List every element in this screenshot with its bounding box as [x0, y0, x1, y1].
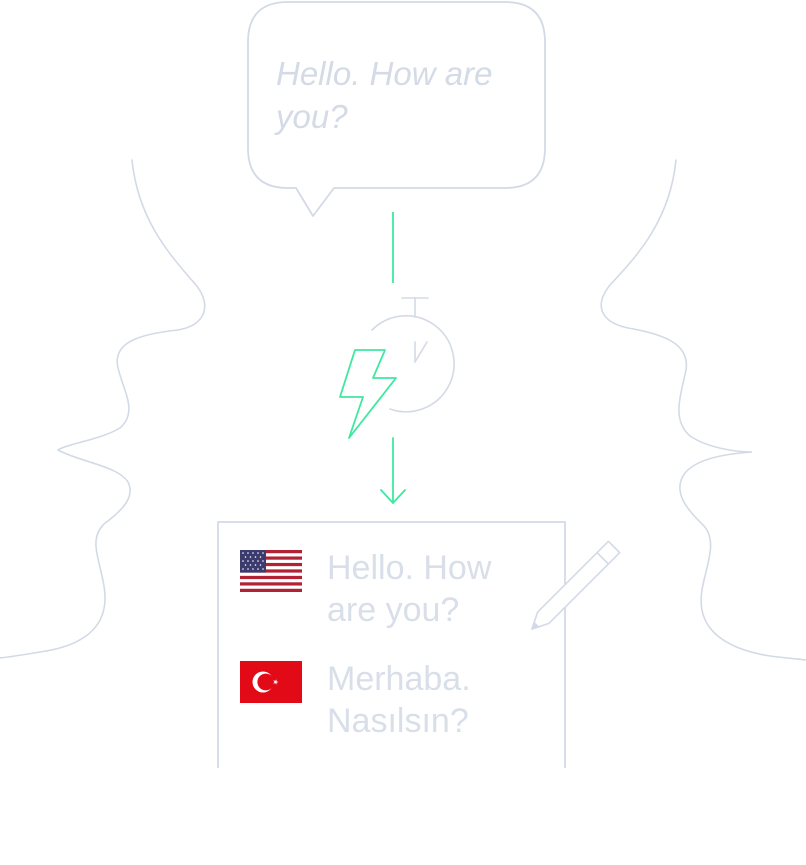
- pencil-icon: [531, 540, 621, 630]
- lightning-bolt-icon: [339, 349, 397, 439]
- down-arrow-icon: [380, 437, 406, 504]
- us-flag-icon: [240, 550, 302, 592]
- right-face-profile: [600, 159, 806, 661]
- turkey-flag-icon: [240, 661, 302, 703]
- left-face-profile: [0, 159, 206, 659]
- source-text: Hello. How are you?: [327, 549, 492, 629]
- speech-bubble: [247, 1, 546, 217]
- translation-card: [217, 521, 566, 768]
- speech-bubble-text: Hello. How are you?: [276, 55, 493, 135]
- target-text: Merhaba. Nasılsın?: [327, 660, 471, 740]
- stopwatch-icon: [371, 297, 455, 413]
